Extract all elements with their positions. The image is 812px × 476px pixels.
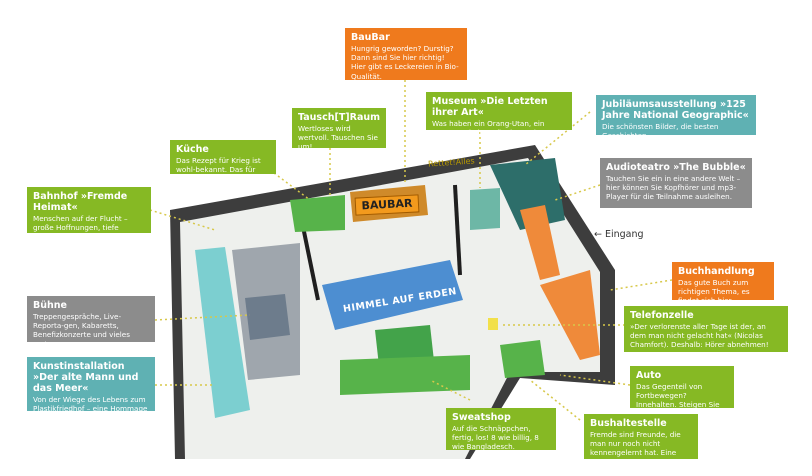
callout-bushaltestelle[interactable]: Bushaltestelle Fremde sind Freunde, die …: [584, 414, 698, 476]
callout-text: Das gute Buch zum richtigen Thema, es fi…: [678, 278, 750, 306]
bookstore-shelves-2: [540, 270, 600, 360]
phone-booth: [488, 318, 498, 330]
callout-title: Bushaltestelle: [590, 418, 667, 429]
callout-title: Jubiläumsausstellung »125 Jahre National…: [602, 99, 749, 121]
callout-audioteatro[interactable]: Audioteatro »The Bubble« Tauchen Sie ein…: [600, 158, 752, 208]
callout-text: Die schönsten Bilder, die besten Geschic…: [602, 122, 719, 141]
callout-text: Auf die Schnäppchen, fertig, los! 8 wie …: [452, 424, 539, 452]
callout-text: Von der Wiege des Lebens zum Plastikfrie…: [33, 395, 149, 423]
callout-text: Das Rezept für Krieg ist wohl-bekannt. D…: [176, 156, 261, 184]
callout-title: Küche: [176, 144, 209, 155]
callout-buehne[interactable]: Bühne Treppengespräche, Live-Reporta-gen…: [27, 296, 155, 349]
callout-title: Museum »Die Letzten ihrer Art«: [432, 96, 548, 118]
callout-title: BauBar: [351, 32, 390, 43]
callout-title: Kunstinstallation »Der alte Mann und das…: [33, 361, 139, 394]
pillar-line-2: [453, 184, 462, 276]
callout-title: Buchhandlung: [678, 266, 755, 277]
buehne-platform: [245, 294, 290, 340]
callout-sweatshop[interactable]: Sweatshop Auf die Schnäppchen, fertig, l…: [446, 408, 556, 452]
callout-title: Bühne: [33, 300, 67, 311]
callout-text: Treppengespräche, Live-Reporta-gen, Kaba…: [33, 312, 130, 349]
callout-text: »Der verlorenste aller Tage ist der, an …: [630, 322, 769, 350]
callout-title: Sweatshop: [452, 412, 511, 423]
callout-text: Menschen auf der Flucht – große Hoffnung…: [33, 214, 135, 251]
callout-auto[interactable]: Auto Das Gegenteil von Fortbewegen? Inne…: [630, 366, 734, 419]
callout-telefonzelle[interactable]: Telefonzelle »Der verlorenste aller Tage…: [624, 306, 788, 352]
bus-stop-block: [500, 340, 545, 378]
callout-title: Audioteatro »The Bubble«: [606, 162, 746, 173]
callout-text: Wertloses wird wertvoll. Tauschen Sie um…: [298, 124, 378, 152]
callout-tausch[interactable]: Tausch[T]Raum Wertloses wird wertvoll. T…: [292, 108, 386, 151]
leader-lines: [149, 80, 673, 421]
callout-jubilaeum[interactable]: Jubiläumsausstellung »125 Jahre National…: [596, 95, 756, 140]
himmel-panel: [322, 260, 463, 330]
callout-title: Bahnhof »Fremde Heimat«: [33, 191, 128, 213]
callout-buchhandlung[interactable]: Buchhandlung Das gute Buch zum richtigen…: [672, 262, 774, 305]
bottom-green-row: [340, 355, 470, 395]
callout-kueche[interactable]: Küche Das Rezept für Krieg ist wohl-beka…: [170, 140, 276, 183]
callout-kunst[interactable]: Kunstinstallation »Der alte Mann und das…: [27, 357, 155, 422]
art-installation-floor: [195, 247, 250, 418]
museum-block: [470, 188, 500, 230]
callout-baubar[interactable]: BauBar Hungrig geworden? Durstig? Dann s…: [345, 28, 467, 81]
callout-text: Hungrig geworden? Durstig? Dann sind Sie…: [351, 44, 459, 81]
baubar-sign: BAUBAR: [354, 194, 420, 216]
callout-text: Was haben ein Orang-Utan, ein Waran und …: [432, 119, 550, 147]
callout-text: Fremde sind Freunde, die man nur noch ni…: [590, 430, 681, 476]
callout-title: Tausch[T]Raum: [298, 112, 381, 123]
kueche-block: [290, 195, 345, 232]
entrance-label: ← Eingang: [594, 229, 644, 240]
callout-museum[interactable]: Museum »Die Letzten ihrer Art« Was haben…: [426, 92, 572, 146]
bookstore-shelves: [520, 205, 560, 280]
callout-title: Telefonzelle: [630, 310, 694, 321]
callout-text: Tauchen Sie ein in eine andere Welt – hi…: [606, 174, 741, 202]
callout-title: Auto: [636, 370, 662, 381]
exhibition-map: BAUBAR Rettet!Alles HIMMEL AUF ERDEN ← E…: [27, 28, 788, 476]
callout-bahnhof[interactable]: Bahnhof »Fremde Heimat« Menschen auf der…: [27, 187, 151, 251]
